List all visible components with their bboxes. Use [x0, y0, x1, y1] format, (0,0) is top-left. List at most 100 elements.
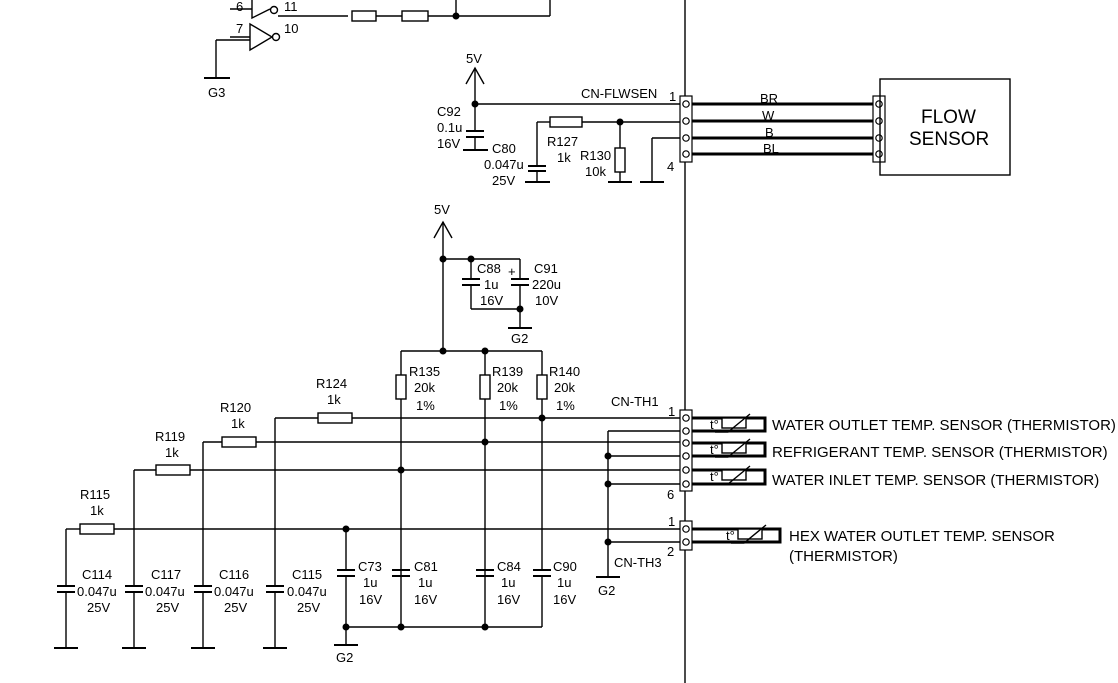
sensor-label-water-outlet: WATER OUTLET TEMP. SENSOR (THERMISTOR)	[772, 417, 1116, 434]
c84-name: C84	[497, 559, 521, 574]
c116-voltage: 25V	[224, 600, 247, 615]
thermistor-water-inlet: t°	[692, 465, 767, 486]
c84-voltage: 16V	[497, 592, 520, 607]
thermistor-water-outlet: t°	[692, 413, 767, 433]
c92-name: C92	[437, 104, 461, 119]
c81-value: 1u	[418, 575, 432, 590]
sensor-label-hex-line2: (THERMISTOR)	[789, 548, 898, 565]
flow-sensor-label-line2: SENSOR	[909, 129, 989, 150]
c90-value: 1u	[557, 575, 571, 590]
r120-value: 1k	[231, 416, 245, 431]
supply-decoupling: 5V C88 1u 16V + C91 220u 10V G2	[433, 202, 561, 351]
c92-value: 0.1u	[437, 120, 462, 135]
c80-voltage: 25V	[492, 173, 515, 188]
connector-label-cn-flwsen: CN-FLWSEN	[581, 86, 657, 101]
connector-label-cn-th3: CN-TH3	[614, 555, 662, 570]
cn-th1-circuit: CN-TH1 1 6 t° t° t° WATER OUTLET TEMP. S	[611, 394, 1116, 502]
thermistor-hex-water-outlet: t°	[692, 524, 782, 544]
power-label-5v-mid: 5V	[434, 202, 450, 217]
th3-pin-1: 1	[668, 514, 675, 529]
c81-name: C81	[414, 559, 438, 574]
c80-name: C80	[492, 141, 516, 156]
c73-value: 1u	[363, 575, 377, 590]
r124-name: R124	[316, 376, 347, 391]
c84-value: 1u	[501, 575, 515, 590]
sensor-label-refrigerant: REFRIGERANT TEMP. SENSOR (THERMISTOR)	[772, 444, 1108, 461]
r139-name: R139	[492, 364, 523, 379]
c117-voltage: 25V	[156, 600, 179, 615]
r135-value: 20k	[414, 380, 435, 395]
wire-label-br: BR	[760, 91, 778, 106]
ground-label-g2-supply: G2	[511, 331, 528, 346]
th1-pin-6: 6	[667, 487, 674, 502]
wire-label-bl: BL	[763, 141, 779, 156]
c91-name: C91	[534, 261, 558, 276]
power-label-5v-top: 5V	[466, 51, 482, 66]
c92-voltage: 16V	[437, 136, 460, 151]
ground-label-g2-bottom: G2	[336, 650, 353, 665]
r140-value: 20k	[554, 380, 575, 395]
c73-voltage: 16V	[359, 592, 382, 607]
signal-lines: R124 1k R120 1k R119 1k R115 1k G2	[65, 376, 680, 598]
c114-voltage: 25V	[87, 600, 110, 615]
c116-name: C116	[219, 567, 249, 582]
thermistor-mark-1: t°	[710, 417, 719, 432]
ic-pin-7: 7	[236, 21, 243, 36]
r119-value: 1k	[165, 445, 179, 460]
r130-name: R130	[580, 148, 611, 163]
cn-th3-circuit: CN-TH3 1 2 t° HEX WATER OUTLET TEMP. SEN…	[614, 514, 1055, 570]
r140-tolerance: 1%	[556, 398, 575, 413]
c115-voltage: 25V	[297, 600, 320, 615]
c91-voltage: 10V	[535, 293, 558, 308]
r119-name: R119	[155, 429, 185, 444]
ground-label-g3: G3	[208, 85, 225, 100]
c90-voltage: 16V	[553, 592, 576, 607]
pullup-resistors: R135 20k 1% R139 20k 1% R140 20k 1%	[395, 347, 580, 627]
filter-capacitors: G2 C114 0.047u 25V C117 0.047u 25V C116 …	[54, 559, 577, 665]
c88-voltage: 16V	[480, 293, 503, 308]
ic-pin-11: 11	[284, 0, 298, 14]
c114-name: C114	[82, 567, 112, 582]
flow-sensor-box	[879, 78, 1011, 176]
c115-name: C115	[292, 567, 322, 582]
c117-value: 0.047u	[145, 584, 185, 599]
r120-name: R120	[220, 400, 251, 415]
flwsen-pin-4: 4	[667, 159, 674, 174]
c80-value: 0.047u	[484, 157, 524, 172]
thermistor-mark-2: t°	[710, 442, 719, 457]
flwsen-pin-1: 1	[669, 89, 676, 104]
power-arrow-5v-top: 5V	[465, 51, 485, 104]
c81-voltage: 16V	[414, 592, 437, 607]
c114-value: 0.047u	[77, 584, 117, 599]
c88-value: 1u	[484, 277, 498, 292]
r115-value: 1k	[90, 503, 104, 518]
inverter-gates: 6 7 11 10 G3	[204, 0, 551, 100]
sensor-label-water-inlet: WATER INLET TEMP. SENSOR (THERMISTOR)	[772, 472, 1099, 489]
ground-label-g2-right: G2	[598, 583, 615, 598]
wire-label-w: W	[762, 108, 775, 123]
thermistor-mark-4: t°	[726, 528, 735, 543]
ic-pin-6: 6	[236, 0, 243, 14]
th1-pin-1: 1	[668, 404, 675, 419]
r127-value: 1k	[557, 150, 571, 165]
r140-name: R140	[549, 364, 580, 379]
thermistor-refrigerant: t°	[692, 438, 767, 458]
r127-name: R127	[547, 134, 578, 149]
c73-name: C73	[358, 559, 382, 574]
flwsen-connector	[679, 95, 886, 163]
c115-value: 0.047u	[287, 584, 327, 599]
c91-polarity: +	[508, 264, 516, 279]
r135-name: R135	[409, 364, 440, 379]
c90-name: C90	[553, 559, 577, 574]
connector-label-cn-th1: CN-TH1	[611, 394, 659, 409]
r130-value: 10k	[585, 164, 606, 179]
thermistor-mark-3: t°	[710, 469, 719, 484]
sensor-label-hex-line1: HEX WATER OUTLET TEMP. SENSOR	[789, 528, 1055, 545]
th3-pin-2: 2	[667, 544, 674, 559]
wire-label-b: B	[765, 125, 774, 140]
c116-value: 0.047u	[214, 584, 254, 599]
r124-value: 1k	[327, 392, 341, 407]
c117-name: C117	[151, 567, 181, 582]
r115-name: R115	[80, 487, 110, 502]
